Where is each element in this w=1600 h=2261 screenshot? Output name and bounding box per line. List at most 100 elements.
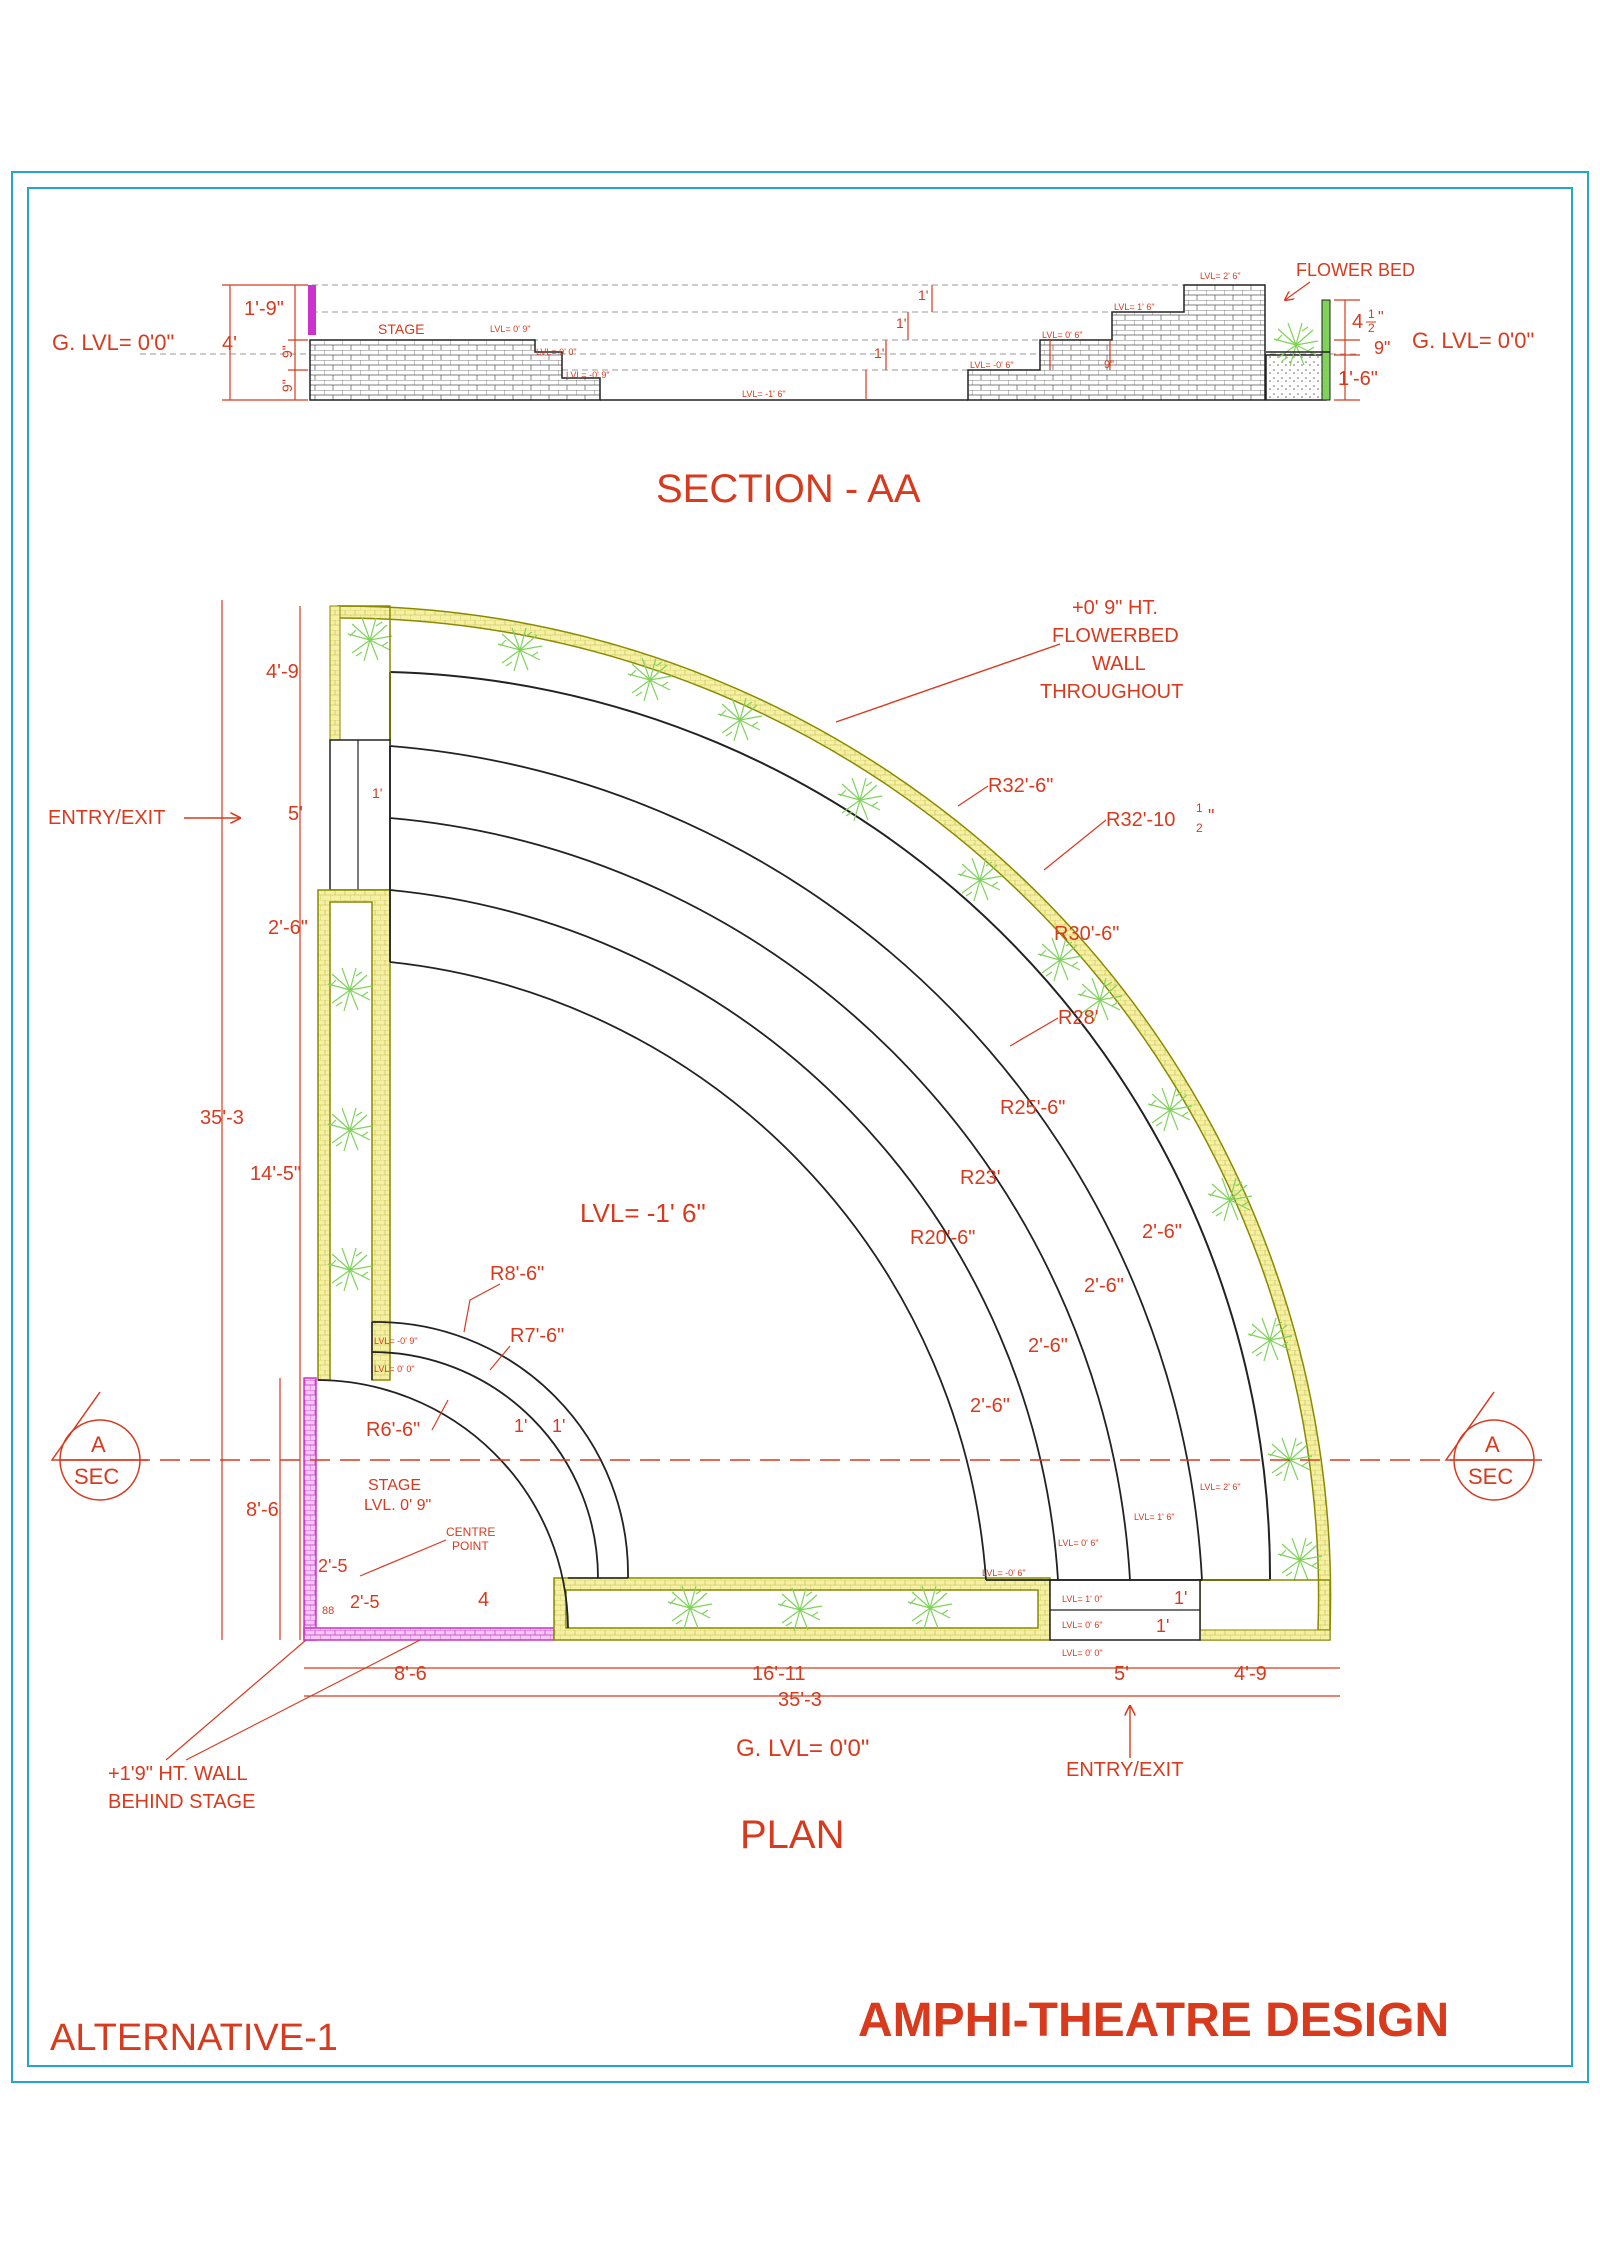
svg-text:1: 1	[1196, 801, 1203, 815]
section-flower-bed	[1265, 354, 1327, 401]
svg-text:LVL= 0' 0": LVL= 0' 0"	[1062, 1648, 1103, 1658]
svg-text:5': 5'	[288, 803, 303, 825]
plan-stage-arcs	[317, 1321, 629, 1629]
svg-text:4': 4'	[222, 333, 237, 355]
svg-text:FLOWERBED: FLOWERBED	[1052, 625, 1179, 647]
svg-text:LVL= -0' 9": LVL= -0' 9"	[566, 370, 610, 380]
section-aa: LVL= 0' 9" LVL= 0' 0" LVL= -0' 9" LVL= -…	[52, 260, 1534, 511]
svg-text:5': 5'	[1114, 1663, 1129, 1685]
svg-text:9": 9"	[279, 345, 295, 358]
svg-text:LVL= -1' 6": LVL= -1' 6"	[742, 389, 786, 399]
svg-text:2'-6": 2'-6"	[1028, 1335, 1068, 1357]
svg-text:2'-6": 2'-6"	[268, 917, 308, 939]
svg-text:R30'-6": R30'-6"	[1054, 923, 1119, 945]
plan: A SEC A SEC LVL= -1' 6" STAGE LVL. 0' 9"…	[48, 597, 1542, 1857]
svg-text:": "	[1378, 309, 1384, 326]
section-seating-steps	[967, 284, 1266, 401]
svg-text:SEC: SEC	[1468, 1464, 1513, 1489]
svg-text:1': 1'	[552, 1416, 565, 1436]
svg-text:2: 2	[1368, 321, 1375, 335]
svg-text:LVL= 0' 6": LVL= 0' 6"	[1062, 1620, 1103, 1630]
outer-frame	[11, 171, 1589, 2083]
svg-text:CENTRE: CENTRE	[446, 1525, 495, 1539]
svg-text:R25'-6": R25'-6"	[1000, 1097, 1065, 1119]
svg-text:1': 1'	[1156, 1616, 1169, 1636]
svg-text:4'-9: 4'-9	[1234, 1663, 1267, 1685]
section-title: SECTION - AA	[656, 467, 921, 511]
svg-text:LVL= 0' 9": LVL= 0' 9"	[490, 324, 531, 334]
project-title: AMPHI-THEATRE DESIGN	[858, 1994, 1449, 2047]
svg-text:FLOWER BED: FLOWER BED	[1296, 260, 1415, 280]
svg-text:2'-6": 2'-6"	[1084, 1275, 1124, 1297]
svg-text:9": 9"	[1104, 359, 1114, 371]
svg-text:4: 4	[478, 1589, 489, 1611]
svg-text:LVL= 0' 6": LVL= 0' 6"	[1042, 330, 1083, 340]
svg-text:35'-3: 35'-3	[200, 1107, 244, 1129]
section-stage-steps	[309, 339, 601, 401]
svg-text:WALL: WALL	[1092, 653, 1146, 675]
svg-text:G. LVL= 0'0": G. LVL= 0'0"	[52, 330, 174, 355]
svg-text:35'-3: 35'-3	[778, 1689, 822, 1711]
svg-text:16'-11: 16'-11	[752, 1663, 806, 1685]
svg-text:2'-6": 2'-6"	[1142, 1221, 1182, 1243]
plan-seating-arcs	[389, 745, 1203, 1581]
svg-text:1': 1'	[874, 345, 884, 361]
svg-text:R20'-6": R20'-6"	[910, 1227, 975, 1249]
section-marker-right: A SEC	[1444, 1391, 1542, 1501]
plan-stage-wall-vertical	[303, 1377, 317, 1641]
plan-left-flowerbed	[317, 889, 391, 1381]
plan-title: PLAN	[740, 1813, 845, 1857]
plan-outer-plants	[347, 617, 1323, 1582]
svg-text:88: 88	[322, 1605, 334, 1617]
svg-text:A: A	[1485, 1432, 1500, 1457]
svg-text:R23': R23'	[960, 1167, 1001, 1189]
svg-text:R8'-6": R8'-6"	[490, 1263, 544, 1285]
svg-text:R6'-6": R6'-6"	[366, 1419, 420, 1441]
svg-text:R7'-6": R7'-6"	[510, 1325, 564, 1347]
svg-text:1': 1'	[918, 287, 928, 303]
svg-text:LVL= -0' 6": LVL= -0' 6"	[970, 360, 1014, 370]
svg-text:14'-5": 14'-5"	[250, 1163, 301, 1185]
plan-bottom-flowerbed	[553, 1577, 1051, 1641]
inner-frame	[27, 187, 1573, 2067]
svg-text:LVL= 2' 6": LVL= 2' 6"	[1200, 1482, 1241, 1492]
svg-text:LVL= 1' 6": LVL= 1' 6"	[1114, 302, 1155, 312]
svg-text:LVL= -0' 6": LVL= -0' 6"	[982, 1568, 1026, 1578]
svg-text:1'-6": 1'-6"	[1338, 368, 1378, 390]
svg-text:2'-5: 2'-5	[350, 1592, 379, 1612]
svg-text:R32'-10: R32'-10	[1106, 809, 1175, 831]
svg-text:LVL= -1' 6": LVL= -1' 6"	[580, 1198, 706, 1228]
svg-text:1': 1'	[514, 1416, 527, 1436]
svg-text:9": 9"	[279, 379, 295, 392]
svg-text:8'-6: 8'-6	[394, 1663, 427, 1685]
section-stage-wall	[308, 285, 316, 335]
svg-text:STAGE: STAGE	[378, 321, 424, 337]
svg-text:LVL. 0' 9": LVL. 0' 9"	[364, 1497, 431, 1514]
svg-text:R28': R28'	[1058, 1007, 1099, 1029]
svg-text:+1'9" HT. WALL: +1'9" HT. WALL	[108, 1763, 248, 1785]
svg-text:SEC: SEC	[74, 1464, 119, 1489]
svg-text:1: 1	[1368, 307, 1375, 321]
svg-text:LVL= -0' 9": LVL= -0' 9"	[374, 1336, 418, 1346]
svg-text:1': 1'	[372, 785, 382, 801]
svg-text:+0' 9" HT.: +0' 9" HT.	[1072, 597, 1158, 619]
svg-text:LVL= 0' 0": LVL= 0' 0"	[374, 1364, 415, 1374]
svg-text:LVL= 2' 6": LVL= 2' 6"	[1200, 271, 1241, 281]
svg-text:8'-6: 8'-6	[246, 1499, 279, 1521]
svg-text:4'-9: 4'-9	[266, 661, 299, 683]
svg-text:ENTRY/EXIT: ENTRY/EXIT	[1066, 1759, 1183, 1781]
svg-text:LVL= 0' 0": LVL= 0' 0"	[536, 347, 577, 357]
svg-text:LVL= 1' 0": LVL= 1' 0"	[1062, 1594, 1103, 1604]
svg-text:2: 2	[1196, 821, 1203, 835]
svg-text:1': 1'	[896, 315, 906, 331]
svg-text:BEHIND STAGE: BEHIND STAGE	[108, 1791, 255, 1813]
svg-text:": "	[1208, 806, 1214, 826]
svg-text:STAGE: STAGE	[368, 1477, 421, 1494]
svg-text:LVL= 0' 6": LVL= 0' 6"	[1058, 1538, 1099, 1548]
svg-text:9": 9"	[1374, 338, 1390, 358]
svg-text:LVL= 1' 6": LVL= 1' 6"	[1134, 1512, 1175, 1522]
svg-text:ENTRY/EXIT: ENTRY/EXIT	[48, 807, 165, 829]
svg-text:THROUGHOUT: THROUGHOUT	[1040, 681, 1183, 703]
svg-text:A: A	[91, 1432, 106, 1457]
